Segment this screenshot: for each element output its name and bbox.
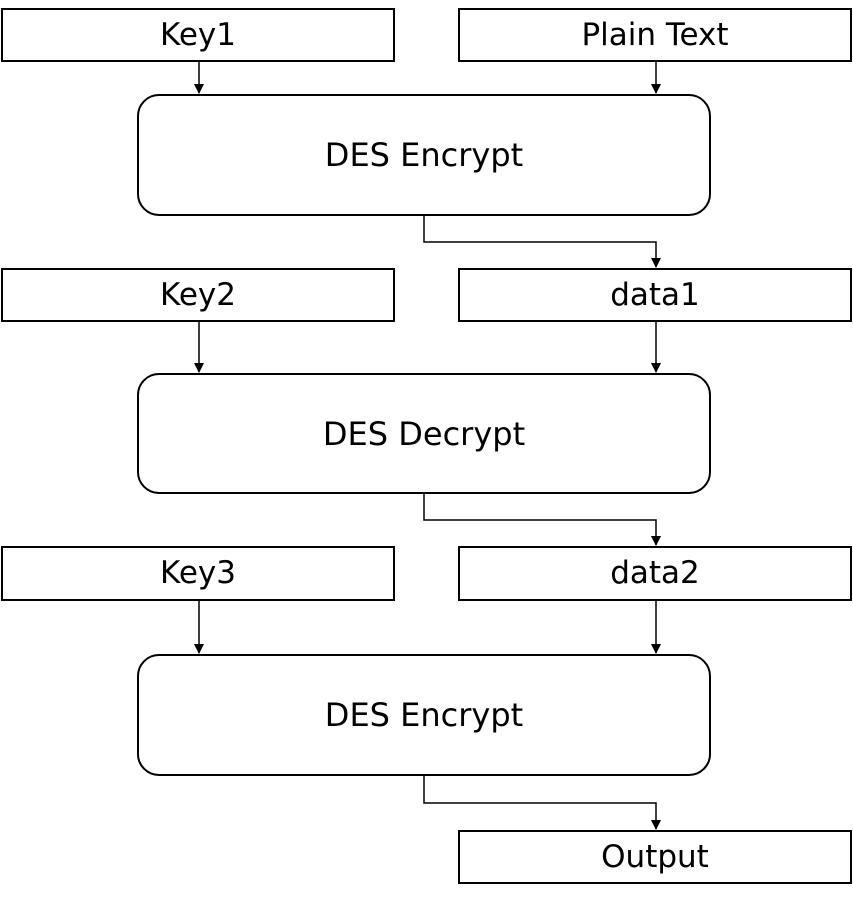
plain-text-label: Plain Text (581, 16, 729, 53)
key3-label: Key3 (160, 555, 236, 591)
arrow-encrypt2-to-output (423, 776, 661, 830)
des-encrypt-node-1: DES Encrypt (137, 94, 711, 216)
des-encrypt-label-1: DES Encrypt (324, 136, 524, 174)
key3-node: Key3 (1, 546, 395, 601)
output-label: Output (601, 838, 709, 875)
data2-node: data2 (458, 546, 852, 601)
key1-label: Key1 (160, 16, 236, 53)
des-decrypt-node: DES Decrypt (137, 373, 711, 494)
plain-text-node: Plain Text (458, 8, 852, 62)
key1-node: Key1 (1, 8, 395, 62)
des-decrypt-label: DES Decrypt (322, 414, 526, 453)
data1-label: data1 (610, 276, 700, 313)
des-encrypt-node-2: DES Encrypt (137, 654, 711, 776)
data1-node: data1 (458, 268, 852, 322)
output-node: Output (458, 830, 852, 884)
arrow-decrypt-to-data2 (423, 494, 661, 546)
des-encrypt-label-2: DES Encrypt (324, 696, 524, 734)
key2-node: Key2 (1, 268, 395, 322)
data2-label: data2 (610, 555, 700, 591)
arrow-encrypt1-to-data1 (423, 216, 661, 268)
key2-label: Key2 (160, 276, 236, 313)
